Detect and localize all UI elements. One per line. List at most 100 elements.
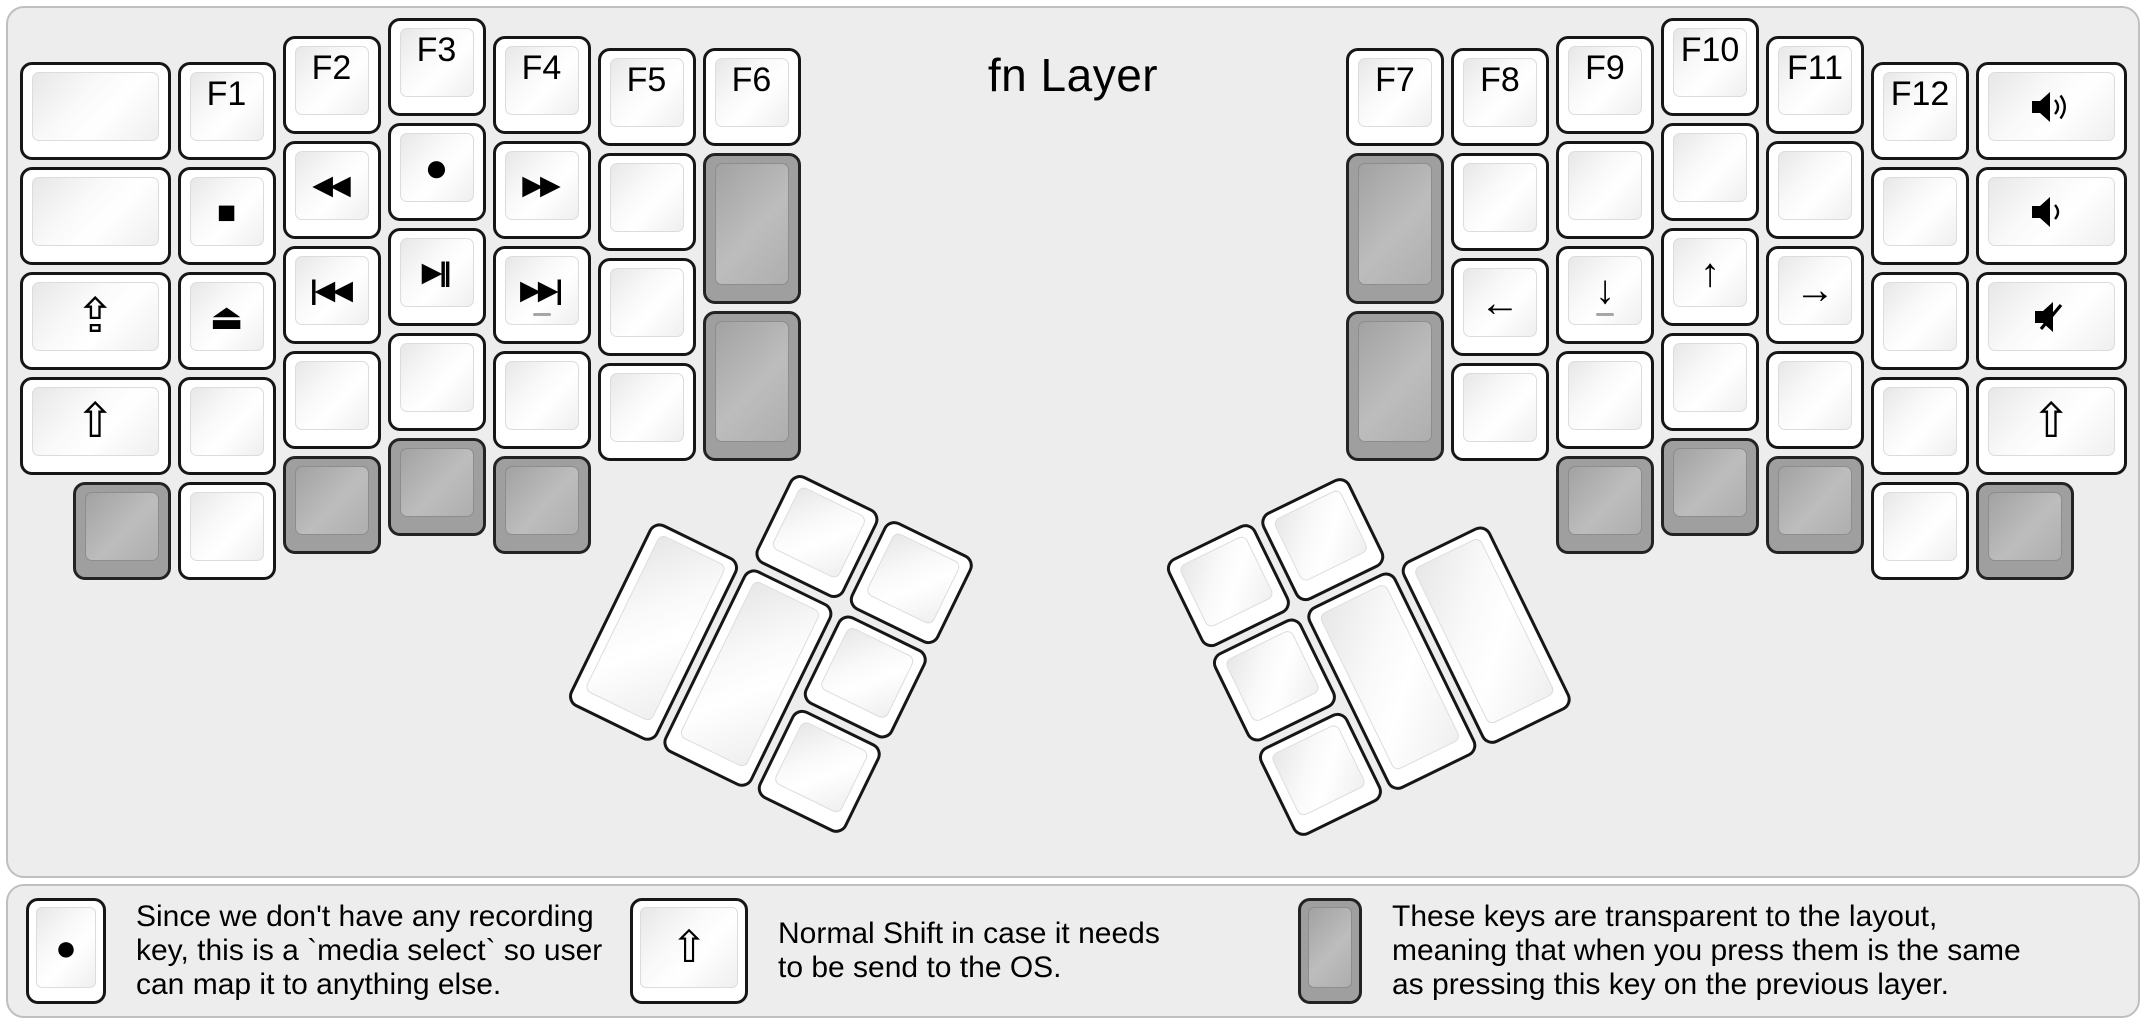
key-next-track[interactable]: ▶▶| [492,245,591,344]
legend-text-line: These keys are transparent to the layout… [1392,900,1938,933]
key-rewind[interactable]: ◀◀ [282,140,381,239]
key-play-pause[interactable]: ▶|| [387,228,486,326]
key-blank[interactable] [1556,140,1654,239]
keycap-surface: ▶▶| [504,255,579,325]
key-f4[interactable]: F4 [492,35,591,134]
key-f10[interactable]: F10 [1661,18,1759,116]
key-blank[interactable] [177,482,276,581]
key-label: F11 [1786,48,1844,87]
key-blank[interactable] [597,258,696,357]
key-f8[interactable]: F8 [1451,48,1549,147]
key-blank[interactable] [1556,350,1654,449]
key-transparent[interactable] [1976,482,2074,581]
key-f6[interactable]: F6 [702,48,801,147]
key-blank[interactable] [597,153,696,252]
keycap-surface: ⇧ [1988,387,2115,457]
key-shift[interactable]: ⇧ [1976,377,2127,476]
key-blank[interactable] [1766,350,1864,449]
key-f5[interactable]: F5 [597,48,696,147]
key-blank[interactable] [1871,377,1969,476]
keycap-surface [1463,163,1537,233]
key-arrow-left[interactable]: ← [1451,258,1549,357]
key-blank[interactable] [177,377,276,476]
keycap-surface [1988,492,2062,562]
key-label: F3 [416,31,457,69]
key-f1[interactable]: F1 [177,62,276,161]
key-label: F7 [1375,61,1415,100]
keycap-surface [1272,488,1370,583]
legend-text-line: meaning that when you press them is the … [1392,934,2021,967]
key-blank[interactable] [1661,123,1759,221]
keycap-surface [609,373,684,443]
key-arrow-up[interactable]: ↑ [1661,228,1759,326]
keycap-surface [399,343,474,412]
key-eject[interactable]: ⏏ [177,272,276,371]
key-transparent[interactable] [282,455,381,554]
keycap-surface [1673,448,1747,517]
key-record[interactable]: ● [387,123,486,221]
key-volume-down[interactable] [1976,167,2127,266]
play-pause-icon: ▶|| [421,257,452,287]
key-blank[interactable] [492,350,591,449]
key-transparent[interactable] [1346,310,1444,462]
keycap-surface: ⇧ [640,907,738,988]
left-thumb-cluster [562,425,983,846]
key-f9[interactable]: F9 [1556,35,1654,134]
keycap-surface [1270,723,1367,818]
legend-item-record: ● Since we don't have any recording key,… [26,886,602,1016]
key-blank[interactable] [1451,363,1549,462]
key-blank[interactable] [1871,482,1969,581]
key-blank[interactable] [20,62,171,161]
layer-title: fn Layer [987,49,1159,101]
key-transparent[interactable] [1661,438,1759,536]
key-f2[interactable]: F2 [282,35,381,134]
key-blank[interactable] [1766,140,1864,239]
key-blank[interactable] [1661,333,1759,431]
key-label: F6 [731,61,772,100]
key-transparent[interactable] [702,153,801,304]
keycap-surface: ↑ [1673,238,1747,307]
key-f11[interactable]: F11 [1766,35,1864,134]
key-f7[interactable]: F7 [1346,48,1444,147]
key-f3[interactable]: F3 [387,18,486,116]
key-transparent[interactable] [492,455,591,554]
keycap-surface: ⏏ [189,282,264,352]
keycap-surface: F12 [1883,72,1957,142]
key-transparent[interactable] [1766,455,1864,554]
key-stop[interactable]: ■ [177,167,276,266]
key-mute[interactable] [1976,272,2127,371]
key-caps-lock[interactable]: ⇪ [20,272,171,371]
key-transparent[interactable] [387,438,486,536]
key-previous-track[interactable]: |◀◀ [282,245,381,344]
key-label: F12 [1890,75,1950,114]
shift-icon: ⇧ [670,922,708,972]
key-blank[interactable] [1871,272,1969,371]
keycap-surface: ⇪ [32,282,159,352]
keycap-surface [189,387,264,457]
legend-text-shift: Normal Shift in case it needs to be send… [778,917,1160,985]
keycap-surface [1358,320,1432,443]
key-blank[interactable] [387,333,486,431]
key-label: F5 [626,61,667,100]
key-blank[interactable] [282,350,381,449]
key-arrow-down[interactable]: ↓ [1556,245,1654,344]
keycap-surface [1883,177,1957,247]
key-volume-up[interactable] [1976,62,2127,161]
key-fast-forward[interactable]: ▶▶ [492,140,591,239]
key-blank[interactable] [1451,153,1549,252]
key-transparent[interactable] [702,310,801,462]
key-transparent[interactable] [1556,455,1654,554]
keycap-surface [714,320,789,443]
key-blank[interactable] [1871,167,1969,266]
key-blank[interactable] [20,167,171,266]
key-shift[interactable]: ⇧ [20,377,171,476]
key-f12[interactable]: F12 [1871,62,1969,161]
key-transparent[interactable] [1346,153,1444,304]
rewind-icon: ◀◀ [312,169,350,200]
key-label: F8 [1480,61,1520,100]
keycap-surface: ◀◀ [294,150,369,220]
key-transparent[interactable] [72,482,171,581]
volume-down-icon [2032,196,2060,227]
key-arrow-right[interactable]: → [1766,245,1864,344]
key-blank[interactable] [597,363,696,462]
